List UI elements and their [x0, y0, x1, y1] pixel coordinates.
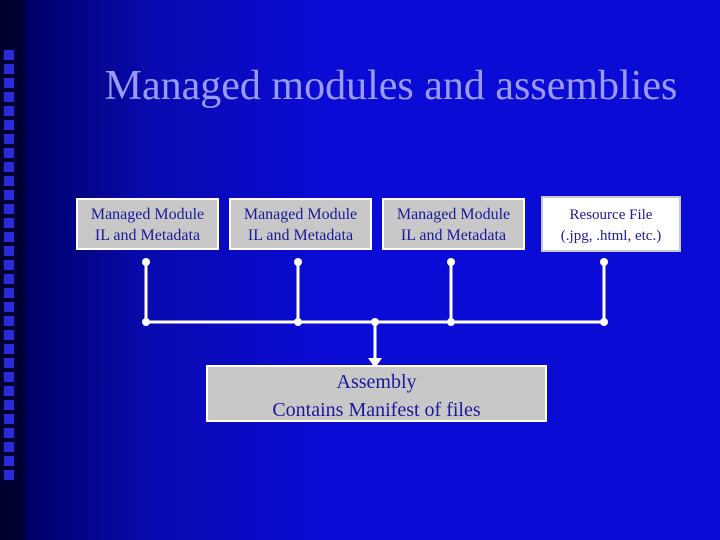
- managed-module-box-2: Managed Module IL and Metadata: [229, 198, 372, 250]
- decorative-square: [4, 204, 14, 214]
- module-subtitle: IL and Metadata: [247, 227, 354, 244]
- decorative-square: [4, 372, 14, 382]
- connector-dot: [447, 258, 455, 266]
- resource-file-box: Resource File (.jpg, .html, etc.): [541, 196, 681, 252]
- decorative-square: [4, 120, 14, 130]
- decorative-square: [4, 78, 14, 88]
- resource-title: Resource File: [569, 207, 653, 223]
- connector-dot: [142, 318, 150, 326]
- managed-module-box-1: Managed Module IL and Metadata: [76, 198, 219, 250]
- decorative-square: [4, 274, 14, 284]
- decorative-square: [4, 288, 14, 298]
- decorative-square: [4, 302, 14, 312]
- decorative-square: [4, 344, 14, 354]
- connector-dot: [447, 318, 455, 326]
- decorative-square: [4, 162, 14, 172]
- decorative-square: [4, 246, 14, 256]
- decorative-square: [4, 64, 14, 74]
- decorative-square: [4, 134, 14, 144]
- decorative-square: [4, 148, 14, 158]
- decorative-square: [4, 414, 14, 424]
- assembly-subtitle: Contains Manifest of files: [272, 399, 481, 421]
- decorative-square: [4, 50, 14, 60]
- connector-dot: [371, 318, 379, 326]
- assembly-title: Assembly: [336, 371, 417, 393]
- connector-dot: [600, 258, 608, 266]
- decorative-square: [4, 358, 14, 368]
- left-decorative-strip: [0, 0, 24, 540]
- resource-subtitle: (.jpg, .html, etc.): [560, 228, 662, 244]
- assembly-box: Assembly Contains Manifest of files: [206, 365, 547, 422]
- decorative-square: [4, 386, 14, 396]
- connector-dot: [600, 318, 608, 326]
- decorative-square: [4, 106, 14, 116]
- decorative-square: [4, 470, 14, 480]
- slide-title: Managed modules and assemblies: [104, 63, 678, 109]
- decorative-square: [4, 92, 14, 102]
- connector-dot: [294, 258, 302, 266]
- connector-dot: [142, 258, 150, 266]
- decorative-square: [4, 456, 14, 466]
- module-title: Managed Module: [396, 206, 511, 223]
- module-title: Managed Module: [90, 206, 205, 223]
- decorative-square: [4, 260, 14, 270]
- connector-dot: [294, 318, 302, 326]
- module-subtitle: IL and Metadata: [94, 227, 201, 244]
- decorative-square: [4, 400, 14, 410]
- arrowhead-to-assembly: [368, 358, 382, 368]
- decorative-square: [4, 176, 14, 186]
- managed-module-box-3: Managed Module IL and Metadata: [382, 198, 525, 250]
- decorative-square: [4, 330, 14, 340]
- module-title: Managed Module: [243, 206, 358, 223]
- decorative-square: [4, 442, 14, 452]
- decorative-square: [4, 190, 14, 200]
- decorative-square: [4, 218, 14, 228]
- decorative-square: [4, 232, 14, 242]
- decorative-square-column: [4, 50, 20, 490]
- decorative-square: [4, 316, 14, 326]
- decorative-square: [4, 428, 14, 438]
- module-subtitle: IL and Metadata: [400, 227, 507, 244]
